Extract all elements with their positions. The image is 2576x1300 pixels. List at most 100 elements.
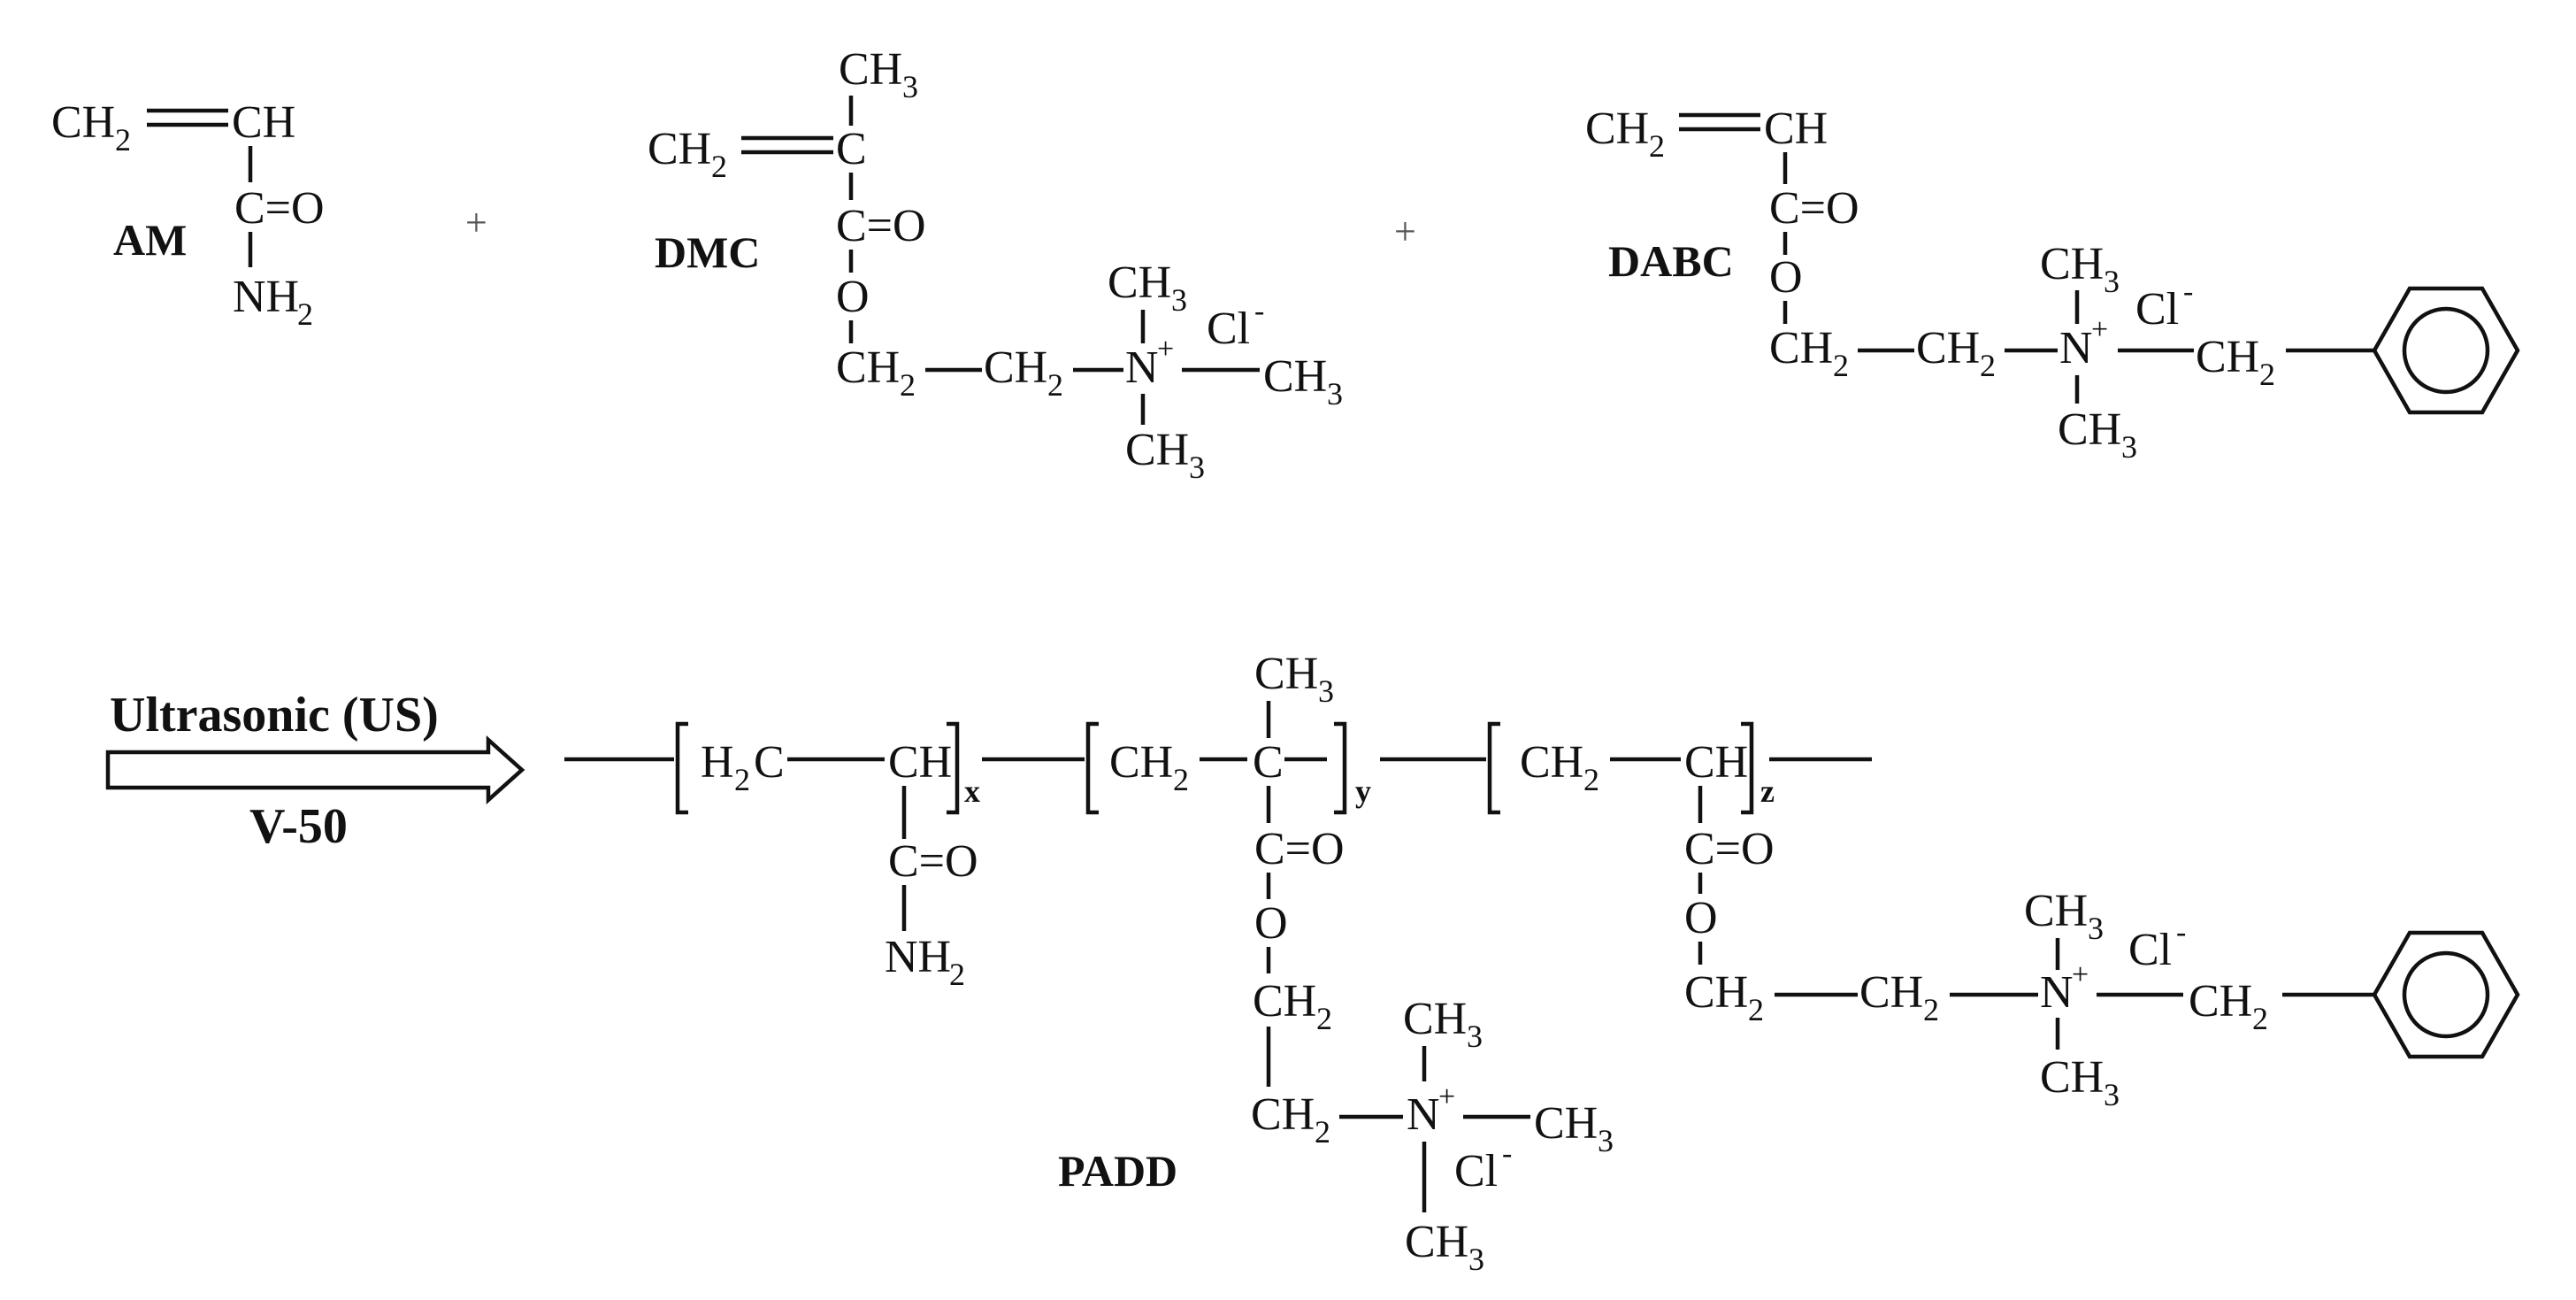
bracket-z-right (1741, 721, 1754, 815)
dabc-ch2-b-sub: 2 (1833, 348, 1849, 383)
dabc-monomer: CH 2 CH C=O O CH 2 CH 2 N + CH 2 CH 3 Cl… (1585, 104, 2520, 465)
poly-z-cl-charge: - (2176, 916, 2186, 949)
poly-z-ch2-c-sub: 2 (2252, 1001, 2268, 1036)
poly-h2c-h: H (701, 737, 734, 788)
dmc-ch3: CH (839, 44, 902, 95)
am-ch: CH (232, 97, 295, 148)
poly-ch-x: CH (888, 737, 952, 788)
bracket-x-left (675, 721, 688, 815)
dmc-label: DMC (655, 227, 760, 277)
dabc-ch3-top: CH (2040, 239, 2104, 289)
dabc-ch2-c-sub: 2 (1980, 348, 1996, 383)
dmc-o: O (836, 272, 870, 322)
dmc-ch2-b: CH (836, 342, 900, 393)
padd-polymer: H 2 C CH x C=O NH 2 CH 2 C y CH 3 C=O O … (564, 649, 2520, 1277)
poly-z-n: N (2040, 967, 2074, 1018)
poly-h2c-c: C (754, 737, 785, 788)
dmc-n: N (1125, 342, 1159, 393)
am-monomer: CH 2 CH C=O NH 2 AM (51, 97, 325, 332)
poly-z-ch2-c: CH (2189, 976, 2252, 1027)
poly-y-n-charge: + (1438, 1081, 1455, 1113)
am-label: AM (113, 215, 187, 265)
dmc-ch2-b-sub: 2 (900, 367, 916, 403)
dabc-ch2-b: CH (1769, 323, 1833, 373)
poly-c-y: C (1253, 737, 1284, 788)
poly-ch2-y-sub: 2 (1173, 762, 1189, 797)
dabc-ch: CH (1764, 104, 1828, 154)
dabc-cl: Cl (2135, 284, 2179, 335)
dabc-ch3-bot-sub: 3 (2121, 429, 2137, 465)
am-ch2: CH (51, 97, 115, 148)
dabc-ch2-d-sub: 2 (2259, 357, 2275, 392)
am-nh: NH (233, 272, 299, 322)
dabc-benzene-ring (2372, 286, 2520, 415)
poly-y-ch3-r: CH (1534, 1098, 1598, 1149)
reaction-arrow: Ultrasonic (US) V-50 (105, 688, 525, 854)
padd-label: PADD (1058, 1146, 1177, 1196)
dabc-ch3-bot: CH (2058, 404, 2121, 455)
subscript-y: y (1355, 773, 1371, 809)
poly-y-ch2-b-sub: 2 (1315, 1114, 1330, 1150)
poly-y-o: O (1254, 898, 1288, 949)
poly-h2c-sub: 2 (734, 762, 750, 797)
dabc-n: N (2059, 323, 2093, 373)
poly-z-n-charge: + (2072, 958, 2089, 991)
poly-y-ch2-a: CH (1253, 976, 1316, 1027)
poly-z-c-eq-o: C=O (1684, 824, 1775, 874)
poly-z-ch3-bot-sub: 3 (2104, 1077, 2120, 1112)
dabc-ch2-d: CH (2196, 332, 2259, 382)
poly-ch2-z: CH (1520, 737, 1583, 788)
dmc-c-eq-o: C=O (836, 201, 926, 251)
bracket-z-left (1487, 721, 1500, 815)
poly-y-ch3-top: CH (1403, 994, 1467, 1044)
dabc-label: DABC (1608, 236, 1734, 286)
poly-y-ch3-r-sub: 3 (1598, 1123, 1614, 1158)
poly-x-nh: NH (885, 932, 951, 982)
dmc-ch2-sub: 2 (711, 149, 727, 184)
dabc-cl-charge: - (2183, 275, 2193, 308)
dmc-cl-charge: - (1254, 295, 1264, 327)
poly-y-c-eq-o: C=O (1254, 824, 1345, 874)
poly-y-ch3-bot-sub: 3 (1468, 1242, 1484, 1277)
dmc-ch3-top-sub: 3 (1171, 282, 1187, 318)
poly-benzene-aromatic-circle (2402, 950, 2490, 1039)
dabc-benzene-aromatic-circle (2402, 306, 2490, 395)
dmc-ch2-c-sub: 2 (1047, 367, 1063, 403)
dmc-ch3-r-sub: 3 (1327, 376, 1343, 412)
poly-z-ch3-top: CH (2024, 886, 2088, 936)
bracket-y-right (1334, 721, 1347, 815)
poly-ch-z: CH (1684, 737, 1748, 788)
poly-z-ch3-bot: CH (2040, 1052, 2104, 1103)
dabc-n-charge: + (2091, 313, 2108, 346)
dmc-c: C (836, 124, 867, 174)
dmc-cl: Cl (1207, 304, 1250, 354)
am-ch2-sub: 2 (115, 122, 131, 158)
subscript-x: x (964, 773, 980, 809)
poly-y-ch3-sub: 3 (1318, 673, 1334, 709)
poly-z-ch2-a-sub: 2 (1748, 992, 1764, 1027)
poly-y-ch3: CH (1254, 649, 1318, 699)
poly-y-n: N (1407, 1089, 1440, 1140)
poly-benzene-ring (2372, 930, 2520, 1059)
poly-y-cl-charge: - (1502, 1137, 1512, 1170)
poly-y-ch2-a-sub: 2 (1316, 1001, 1332, 1036)
poly-z-ch2-b-sub: 2 (1923, 992, 1939, 1027)
poly-y-ch3-top-sub: 3 (1467, 1019, 1483, 1054)
poly-z-ch3-top-sub: 3 (2088, 911, 2104, 946)
arrow-top-label: Ultrasonic (US) (110, 688, 439, 742)
dabc-ch2-c: CH (1916, 323, 1980, 373)
poly-ch2-z-sub: 2 (1583, 762, 1599, 797)
arrow-shape (105, 735, 525, 805)
plus-sign: + (465, 201, 487, 244)
dmc-ch3-bot: CH (1125, 425, 1189, 475)
dmc-monomer: CH 3 CH 2 C C=O O CH 2 CH 2 N + CH 3 CH … (648, 44, 1343, 485)
am-nh-sub: 2 (297, 296, 313, 332)
poly-y-ch3-bot: CH (1405, 1217, 1468, 1267)
poly-ch2-y: CH (1109, 737, 1173, 788)
poly-z-cl: Cl (2128, 925, 2172, 975)
poly-x-c-eq-o: C=O (888, 836, 978, 887)
poly-z-o: O (1684, 893, 1718, 943)
poly-y-cl: Cl (1454, 1146, 1498, 1196)
dabc-o: O (1769, 252, 1803, 303)
